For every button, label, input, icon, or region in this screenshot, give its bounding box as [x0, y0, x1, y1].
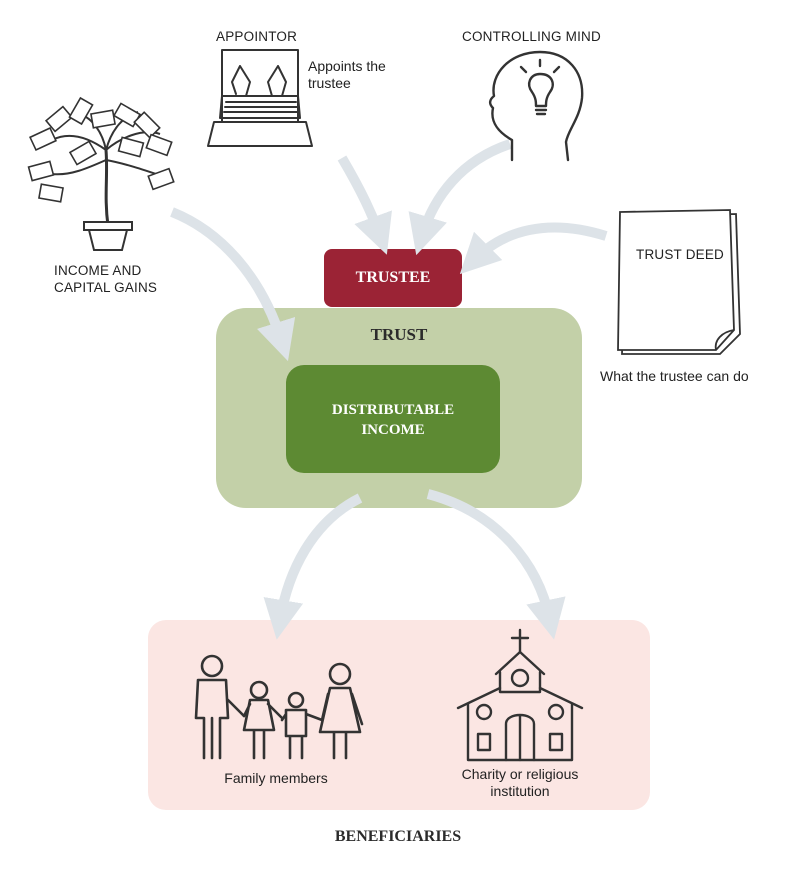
church-icon: [456, 628, 584, 762]
arrow-appointor-trustee: [337, 155, 392, 255]
trust-deed-note: What the trustee can do: [600, 368, 749, 384]
arrow-trust-family: [263, 493, 363, 640]
arrow-trust-charity: [426, 489, 566, 640]
trustee-box: [324, 249, 462, 307]
appointor-title: APPOINTOR: [216, 29, 298, 44]
arrow-trust-deed-trustee: [459, 222, 608, 275]
laptop-typing-icon: [207, 49, 313, 147]
arrow-controlling-mind-trustee: [408, 139, 512, 256]
head-lightbulb-icon: [488, 50, 584, 162]
money-tree-icon: [27, 96, 175, 251]
income-title: INCOME AND CAPITAL GAINS: [54, 263, 158, 295]
distributable-income-box: [286, 365, 500, 473]
trustee-label: TRUSTEE: [355, 269, 431, 286]
trust-deed-title: TRUST DEED: [636, 247, 725, 262]
appointor-note: Appoints the trustee: [308, 58, 386, 91]
family-members-label: Family members: [224, 770, 328, 786]
trust-label: TRUST: [370, 325, 428, 344]
arrow-income-trust: [170, 207, 296, 362]
controlling-mind-title: CONTROLLING MIND: [462, 29, 601, 44]
charity-label: Charity or religious institution: [461, 766, 579, 799]
document-icon: [617, 209, 741, 355]
beneficiaries-title: BENEFICIARIES: [334, 828, 462, 845]
distributable-income-label: DISTRIBUTABLE INCOME: [331, 402, 455, 438]
beneficiaries-box: [148, 620, 650, 810]
family-icon: [194, 654, 364, 760]
